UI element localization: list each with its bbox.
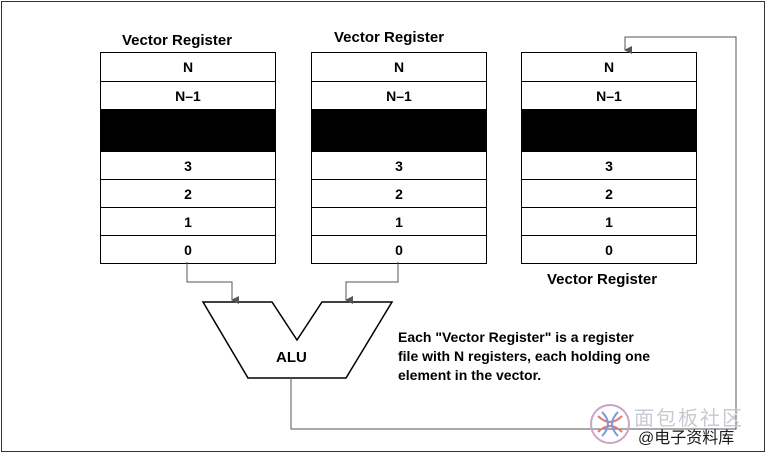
watermark-line-2: @电子资料库: [638, 430, 735, 447]
arrow-register-1-to-alu: [186, 262, 239, 304]
register-3-cell-n: N: [521, 52, 697, 82]
register-1-cell-n-minus-1: N–1: [100, 82, 276, 110]
vector-register-3: N N–1 3 2 1 0: [521, 52, 697, 264]
watermark: 面包板社区 @电子资料库: [588, 402, 760, 448]
register-note: Each "Vector Register" is a register fil…: [398, 328, 718, 385]
register-3-title: Vector Register: [547, 271, 658, 288]
register-3-cell-0: 0: [521, 236, 697, 264]
watermark-logo-icon: [590, 404, 630, 444]
register-1-cell-n: N: [100, 52, 276, 82]
vector-register-2: N N–1 3 2 1 0: [311, 52, 487, 264]
alu-label: ALU: [276, 349, 307, 366]
register-1-cell-1: 1: [100, 208, 276, 236]
register-2-cell-0: 0: [311, 236, 487, 264]
register-1-cell-2: 2: [100, 180, 276, 208]
register-3-cell-3: 3: [521, 152, 697, 180]
note-line-2: file with N registers, each holding one: [398, 348, 651, 364]
watermark-line-1: 面包板社区: [634, 408, 744, 430]
register-3-ellipsis-block: [521, 110, 697, 152]
register-2-ellipsis-block: [311, 110, 487, 152]
register-2-cell-3: 3: [311, 152, 487, 180]
register-2-cell-n: N: [311, 52, 487, 82]
register-2-cell-n-minus-1: N–1: [311, 82, 487, 110]
register-1-ellipsis-block: [100, 110, 276, 152]
register-1-cell-3: 3: [100, 152, 276, 180]
register-3-cell-n-minus-1: N–1: [521, 82, 697, 110]
register-2-title: Vector Register: [334, 29, 445, 46]
note-line-3: element in the vector.: [398, 367, 542, 383]
register-3-cell-1: 1: [521, 208, 697, 236]
register-1-title: Vector Register: [122, 32, 233, 49]
alu-shape: [201, 301, 394, 379]
note-line-1: Each "Vector Register" is a register: [398, 329, 634, 345]
vector-register-1: N N–1 3 2 1 0: [100, 52, 276, 264]
register-3-cell-2: 2: [521, 180, 697, 208]
arrow-alu-to-register-3: [290, 36, 737, 430]
register-2-cell-1: 1: [311, 208, 487, 236]
arrow-register-2-to-alu: [345, 262, 399, 304]
register-2-cell-2: 2: [311, 180, 487, 208]
register-1-cell-0: 0: [100, 236, 276, 264]
